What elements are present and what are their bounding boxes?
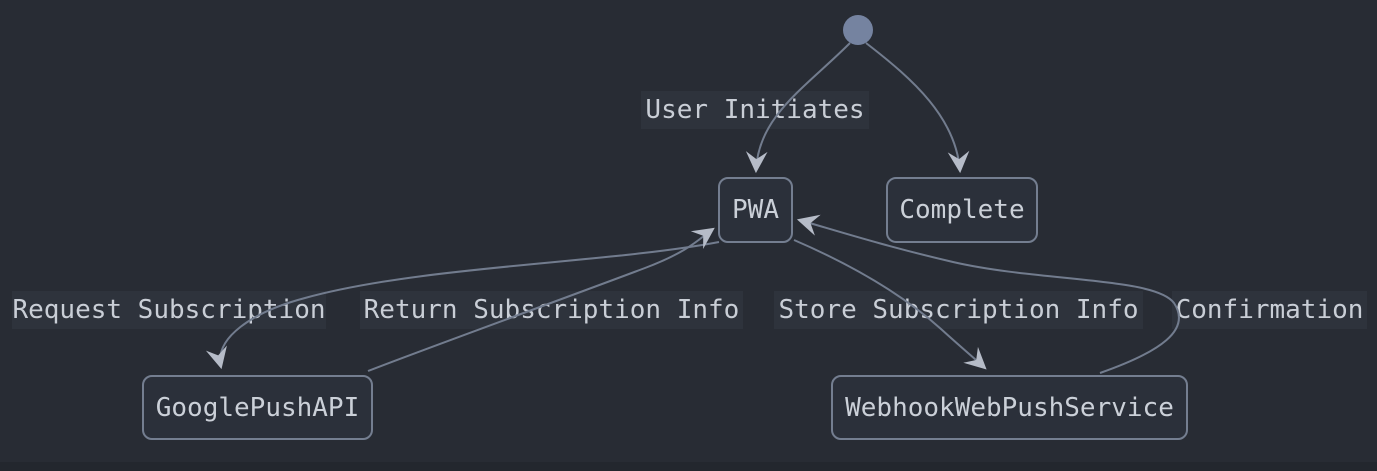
edge-label-request-subscription-text: Request Subscription [12, 295, 326, 325]
edge-start-to-complete [865, 42, 970, 174]
state-node-webhookwebpushservice-label: WebhookWebPushService [845, 392, 1174, 423]
edge-label-user-initiates: User Initiates [641, 91, 869, 129]
edge-label-request-subscription: Request Subscription [12, 291, 326, 329]
edge-label-confirmation-text: Confirmation [1175, 295, 1364, 325]
bottom-strip [0, 462, 1377, 471]
edge-label-store-subscription-info-text: Store Subscription Info [778, 295, 1139, 325]
state-node-webhookwebpushservice: WebhookWebPushService [831, 375, 1188, 440]
edge-label-confirmation: Confirmation [1172, 291, 1367, 329]
initial-state-dot [843, 15, 873, 45]
state-node-googlepushapi: GooglePushAPI [142, 375, 373, 440]
state-node-pwa-label: PWA [732, 195, 779, 225]
state-node-complete-label: Complete [899, 195, 1025, 225]
edge-label-return-subscription-info-text: Return Subscription Info [363, 295, 740, 325]
state-node-pwa: PWA [718, 177, 793, 243]
edge-label-store-subscription-info: Store Subscription Info [774, 291, 1143, 329]
edge-label-return-subscription-info: Return Subscription Info [360, 291, 743, 329]
edge-label-user-initiates-text: User Initiates [645, 95, 865, 125]
state-node-complete: Complete [886, 177, 1038, 243]
state-node-googlepushapi-label: GooglePushAPI [155, 392, 360, 423]
